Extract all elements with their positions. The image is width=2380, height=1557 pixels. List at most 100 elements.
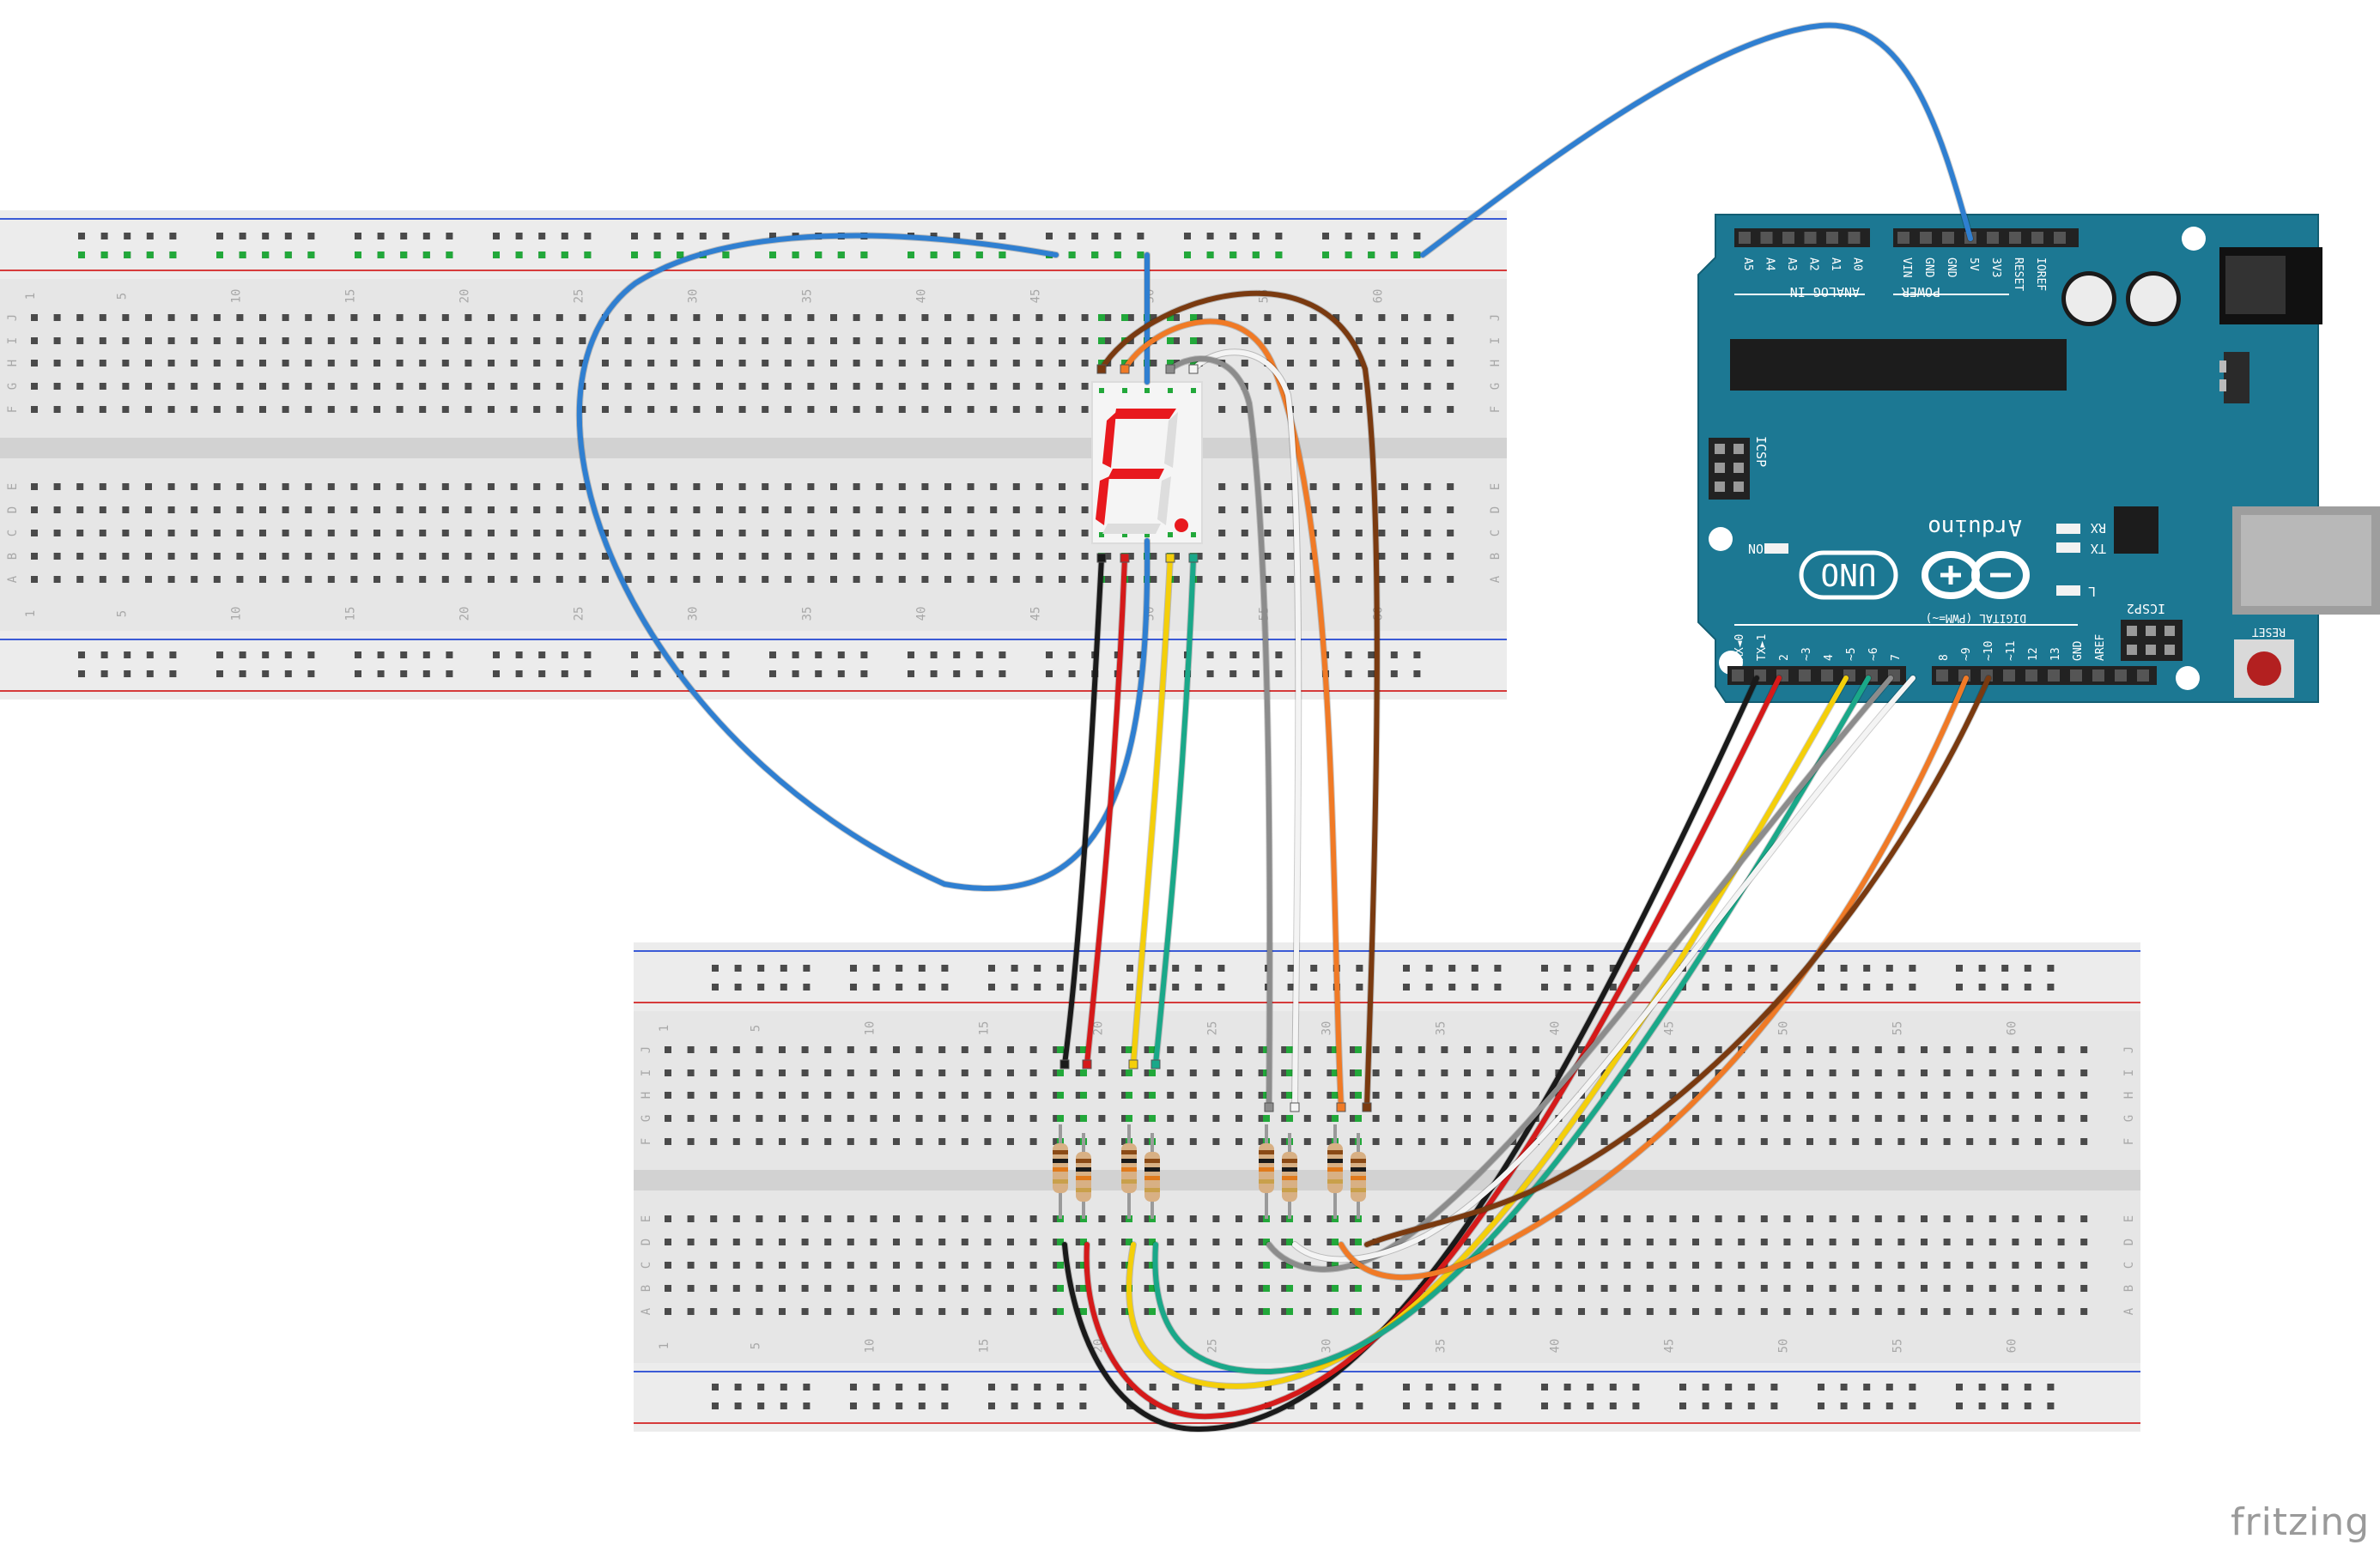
terminal-hole <box>305 483 313 490</box>
resistor-band <box>1076 1159 1091 1163</box>
rail-hole <box>930 670 938 677</box>
terminal-hole <box>687 1308 695 1315</box>
terminal-hole <box>1783 1262 1791 1269</box>
terminal-hole <box>1874 1215 1882 1222</box>
terminal-hole <box>732 1239 740 1245</box>
terminal-hole <box>1464 1046 1471 1053</box>
header-pin <box>2092 669 2104 682</box>
terminal-hole <box>396 383 404 390</box>
terminal-hole <box>1988 1215 1996 1222</box>
connected-hole <box>1332 1046 1339 1053</box>
terminal-hole <box>1783 1285 1791 1292</box>
terminal-hole <box>938 1138 946 1145</box>
terminal-hole <box>990 483 998 490</box>
terminal-hole <box>1464 1215 1471 1222</box>
terminal-hole <box>1783 1092 1791 1099</box>
column-label: 40 <box>1548 1339 1562 1354</box>
terminal-hole <box>893 1215 900 1222</box>
rail-hole <box>1206 670 1214 677</box>
terminal-hole <box>1053 1215 1060 1222</box>
terminal-hole <box>464 383 472 390</box>
rx-label: RX <box>2091 520 2106 536</box>
terminal-hole <box>624 314 632 321</box>
rail-hole <box>699 670 707 677</box>
rail-hole <box>1206 651 1214 658</box>
terminal-hole <box>1378 406 1386 413</box>
terminal-hole <box>961 1138 968 1145</box>
column-label: 35 <box>1434 1339 1448 1354</box>
terminal-hole <box>1624 1046 1631 1053</box>
rail-hole <box>1333 1384 1340 1390</box>
rail-hole <box>918 1403 926 1409</box>
terminal-hole <box>1486 1046 1494 1053</box>
terminal-hole <box>1692 1069 1699 1076</box>
terminal-hole <box>1372 1115 1380 1122</box>
terminal-hole <box>1241 483 1248 490</box>
terminal-hole <box>1236 1239 1242 1245</box>
connected-hole <box>769 251 776 258</box>
terminal-hole <box>1333 314 1340 321</box>
terminal-hole <box>687 1138 695 1145</box>
rail-hole <box>2024 984 2031 991</box>
terminal-hole <box>665 1308 671 1315</box>
terminal-hole <box>1464 1308 1471 1315</box>
terminal-hole <box>1029 1069 1037 1076</box>
rail-hole <box>1172 965 1180 972</box>
terminal-hole <box>961 1215 968 1222</box>
header-pin <box>1821 669 1833 682</box>
terminal-hole <box>716 530 723 536</box>
resistor-band <box>1121 1179 1137 1184</box>
terminal-hole <box>1424 553 1431 560</box>
terminal-hole <box>1624 1092 1631 1099</box>
terminal-hole <box>624 576 632 583</box>
terminal-hole <box>1029 1046 1037 1053</box>
row-label: I <box>1489 337 1503 344</box>
column-label: 20 <box>458 289 471 304</box>
terminal-hole <box>1401 553 1408 560</box>
terminal-hole <box>1281 1092 1289 1099</box>
terminal-hole <box>31 314 38 321</box>
terminal-hole <box>1053 1092 1060 1099</box>
terminal-hole <box>488 576 495 583</box>
terminal-hole <box>1007 1285 1014 1292</box>
terminal-hole <box>327 483 335 490</box>
rail-hole <box>1747 1384 1755 1390</box>
terminal-hole <box>1395 1046 1403 1053</box>
terminal-hole <box>1029 1138 1037 1145</box>
terminal-hole <box>1395 1138 1403 1145</box>
terminal-hole <box>990 506 998 513</box>
header-pin <box>1897 232 1909 244</box>
terminal-hole <box>1327 1069 1334 1076</box>
terminal-hole <box>1281 1069 1289 1076</box>
terminal-hole <box>1012 337 1020 344</box>
wire-end <box>1059 1059 1070 1069</box>
terminal-hole <box>1692 1138 1699 1145</box>
rail-hole <box>1448 1384 1456 1390</box>
terminal-hole <box>1966 1262 1974 1269</box>
terminal-hole <box>847 1046 854 1053</box>
resistor-band <box>1076 1188 1091 1192</box>
terminal-hole <box>213 383 221 390</box>
jumper-wires <box>575 21 1992 1433</box>
digital-pin-label: 8 <box>1938 654 1951 661</box>
terminal-hole <box>579 530 586 536</box>
terminal-hole <box>944 337 951 344</box>
terminal-hole <box>801 1262 809 1269</box>
terminal-hole <box>1806 1069 1813 1076</box>
rail-hole <box>355 651 361 658</box>
terminal-hole <box>1189 1069 1197 1076</box>
terminal-hole <box>1966 1239 1974 1245</box>
terminal-hole <box>191 553 198 560</box>
header-pin <box>2048 669 2060 682</box>
terminal-hole <box>1144 1069 1151 1076</box>
column-label: 40 <box>914 607 928 621</box>
rail-hole <box>1287 965 1295 972</box>
terminal-hole <box>167 530 175 536</box>
terminal-hole <box>53 337 61 344</box>
terminal-hole <box>670 483 677 490</box>
rail-hole <box>1310 1403 1318 1409</box>
icsp2-pin <box>2127 645 2137 655</box>
terminal-hole <box>1355 483 1363 490</box>
terminal-hole <box>762 576 769 583</box>
